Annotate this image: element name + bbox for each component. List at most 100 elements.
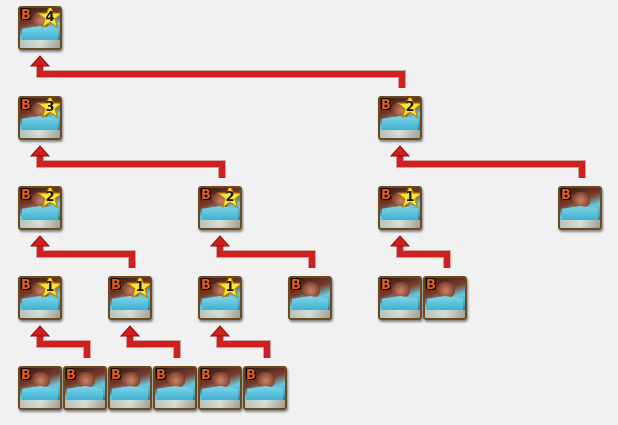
unit-portrait-strip bbox=[200, 310, 240, 318]
arrow-up-icon bbox=[29, 55, 51, 67]
unit-portrait bbox=[437, 282, 455, 298]
unit-card-l4-a[interactable]: B bbox=[18, 366, 62, 410]
unit-portrait-body bbox=[112, 386, 148, 400]
unit-portrait-strip bbox=[425, 310, 465, 318]
star-icon: 2 bbox=[37, 188, 60, 210]
connector-l3_c-l4_f bbox=[209, 325, 271, 358]
rank-badge: B bbox=[201, 278, 211, 293]
connector-line bbox=[217, 244, 315, 268]
star-level: 4 bbox=[45, 10, 55, 25]
star-level: 1 bbox=[225, 280, 235, 295]
star-icon: 3 bbox=[37, 98, 60, 120]
unit-portrait-strip bbox=[380, 220, 420, 228]
arrow-up-icon bbox=[29, 235, 51, 247]
unit-portrait-strip bbox=[155, 400, 195, 408]
unit-portrait bbox=[122, 372, 140, 388]
rank-badge: B bbox=[426, 278, 436, 293]
unit-card-l4-d[interactable]: B bbox=[153, 366, 197, 410]
unit-portrait-strip bbox=[20, 310, 60, 318]
unit-portrait bbox=[572, 192, 590, 208]
unit-portrait-strip bbox=[20, 40, 60, 48]
connector-line bbox=[37, 154, 225, 178]
unit-portrait bbox=[32, 372, 50, 388]
rank-badge: B bbox=[246, 368, 256, 383]
connector-l2_b-l3_d bbox=[209, 235, 316, 268]
unit-portrait-body bbox=[202, 386, 238, 400]
unit-portrait bbox=[212, 372, 230, 388]
unit-portrait-strip bbox=[110, 400, 150, 408]
star-icon: 1 bbox=[217, 278, 240, 300]
star-icon: 1 bbox=[397, 188, 420, 210]
star-level: 2 bbox=[225, 190, 235, 205]
unit-portrait-body bbox=[67, 386, 103, 400]
star-level: 1 bbox=[45, 280, 55, 295]
unit-portrait-body bbox=[202, 296, 238, 310]
connector-l0_a-l1_b bbox=[29, 55, 406, 88]
unit-portrait bbox=[77, 372, 95, 388]
unit-portrait-body bbox=[157, 386, 193, 400]
star-level: 2 bbox=[45, 190, 55, 205]
star-level: 1 bbox=[405, 190, 415, 205]
rank-badge: B bbox=[21, 188, 31, 203]
connector-line bbox=[37, 244, 135, 268]
unit-card-l4-e[interactable]: B bbox=[198, 366, 242, 410]
rank-badge: B bbox=[561, 188, 571, 203]
unit-portrait-body bbox=[22, 206, 58, 220]
rank-badge: B bbox=[21, 8, 31, 23]
rank-badge: B bbox=[381, 278, 391, 293]
rank-badge: B bbox=[21, 278, 31, 293]
unit-portrait-strip bbox=[245, 400, 285, 408]
unit-portrait bbox=[257, 372, 275, 388]
unit-card-l3-e[interactable]: B bbox=[378, 276, 422, 320]
star-icon: 4 bbox=[37, 8, 60, 30]
rank-badge: B bbox=[156, 368, 166, 383]
rank-badge: B bbox=[21, 368, 31, 383]
unit-portrait-body bbox=[22, 296, 58, 310]
unit-portrait-body bbox=[382, 116, 418, 130]
star-level: 1 bbox=[135, 280, 145, 295]
connector-line bbox=[37, 64, 405, 88]
unit-portrait bbox=[392, 282, 410, 298]
unit-card-l2-d[interactable]: B bbox=[558, 186, 602, 230]
unit-portrait bbox=[167, 372, 185, 388]
rank-badge: B bbox=[66, 368, 76, 383]
unit-portrait-body bbox=[22, 116, 58, 130]
rank-badge: B bbox=[111, 368, 121, 383]
unit-card-l4-b[interactable]: B bbox=[63, 366, 107, 410]
rank-badge: B bbox=[381, 188, 391, 203]
unit-portrait-strip bbox=[20, 130, 60, 138]
star-level: 2 bbox=[405, 100, 415, 115]
unit-portrait-strip bbox=[290, 310, 330, 318]
unit-card-l3-d[interactable]: B bbox=[288, 276, 332, 320]
unit-portrait-strip bbox=[200, 220, 240, 228]
unit-card-l4-c[interactable]: B bbox=[108, 366, 152, 410]
unit-portrait-body bbox=[292, 296, 328, 310]
unit-card-l4-f[interactable]: B bbox=[243, 366, 287, 410]
star-icon: 1 bbox=[37, 278, 60, 300]
unit-portrait-body bbox=[22, 386, 58, 400]
unit-portrait-body bbox=[382, 206, 418, 220]
arrow-up-icon bbox=[29, 325, 51, 337]
star-icon: 2 bbox=[397, 98, 420, 120]
unit-portrait-strip bbox=[20, 400, 60, 408]
unit-portrait-strip bbox=[20, 220, 60, 228]
unit-card-l3-f[interactable]: B bbox=[423, 276, 467, 320]
arrow-up-icon bbox=[29, 145, 51, 157]
star-icon: 2 bbox=[217, 188, 240, 210]
arrow-up-icon bbox=[389, 145, 411, 157]
connector-l2_c-l3_f bbox=[389, 235, 451, 268]
rank-badge: B bbox=[291, 278, 301, 293]
unit-portrait-strip bbox=[65, 400, 105, 408]
connector-l1_b-l2_d bbox=[389, 145, 586, 178]
unit-portrait-strip bbox=[110, 310, 150, 318]
